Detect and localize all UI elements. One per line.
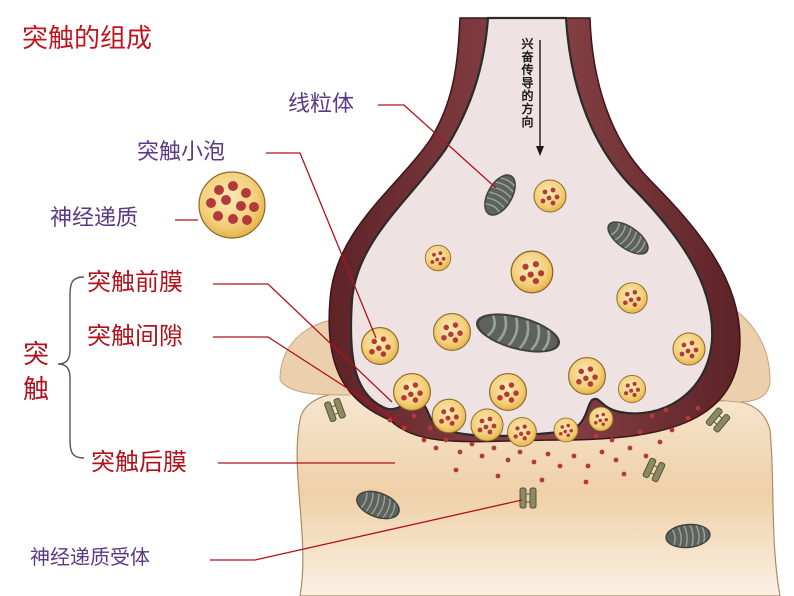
leader-receptor [210,499,523,561]
synaptic-vesicle [431,398,467,434]
label-mitochondrion: 线粒体 [288,92,355,117]
label-synaptic-cleft: 突触间隙 [87,322,183,350]
label-direction: 兴奋传导的方向 [521,37,534,129]
vesicle-illustration [198,171,266,239]
synaptic-vesicle [393,373,431,411]
synaptic-vesicle [507,417,537,447]
neurotransmitter-dots [387,405,701,485]
synaptic-vesicle [672,332,706,366]
synaptic-vesicle [470,408,504,442]
page-title: 突触的组成 [22,24,153,54]
label-neurotransmitter: 神经递质 [50,206,139,231]
synaptic-vesicle [588,406,614,432]
synaptic-vesicle [533,179,567,213]
synaptic-vesicle [424,244,452,272]
synaptic-vesicle [510,250,554,294]
leader-presynaptic [213,283,393,403]
synaptic-vesicle [361,327,399,365]
leader-lines [175,104,523,561]
label-synaptic-vesicle: 突触小泡 [137,140,226,165]
synaptic-vesicle [568,357,606,395]
label-synapse: 突触 [22,340,49,406]
synaptic-vesicle [617,374,647,404]
label-presynaptic-membrane: 突触前膜 [87,268,183,296]
label-receptor: 神经递质受体 [30,545,150,569]
synaptic-vesicle [489,373,527,411]
leader-vesicle [266,152,377,339]
synaptic-vesicle [616,282,648,314]
synapse-bracket [57,276,85,459]
leader-cleft [213,336,413,431]
synaptic-vesicle [433,313,471,351]
leader-mitochondrion [378,104,497,189]
synaptic-vesicle [553,417,579,443]
label-postsynaptic-membrane: 突触后膜 [91,448,187,476]
direction-arrowhead [536,146,544,156]
